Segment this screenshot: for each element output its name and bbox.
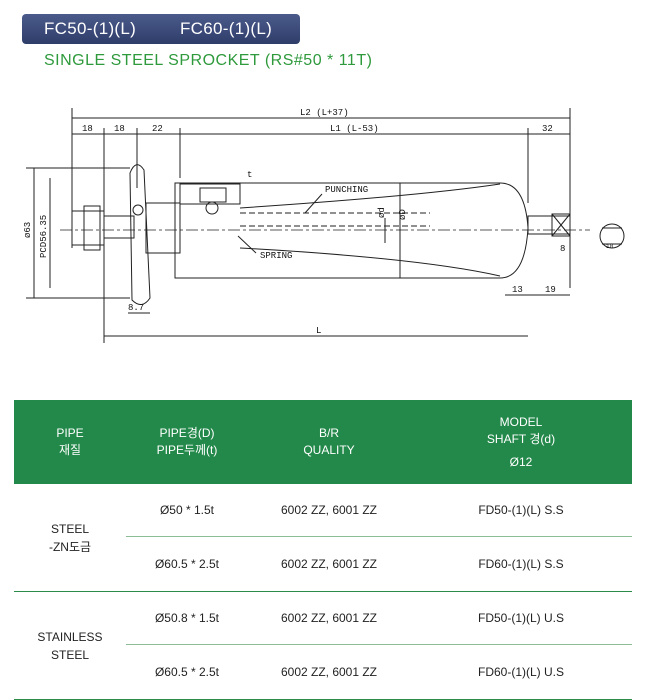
material-cell: STEEL -ZN도금 [14,484,126,592]
table-row: STAINLESS STEEL Ø50.8 * 1.5t 6002 ZZ, 60… [14,591,632,700]
dim-l2: L2 (L+37) [300,108,349,118]
pipe-cell: Ø50.8 * 1.5t [126,591,248,645]
dim-l1: L1 (L-53) [330,124,379,134]
pipe-cell: Ø50 * 1.5t [126,484,248,537]
model-title-b: FC60-(1)(L) [180,19,273,38]
header-material: PIPE 재질 [14,400,126,484]
table-row: Ø60.5 * 2.5t 6002 ZZ, 6001 ZZ FD60-(1)(L… [14,536,632,592]
header-model: MODEL SHAFT 경(d) Ø12 [410,400,632,484]
dim-13: 13 [512,285,523,295]
label-punching: PUNCHING [325,185,368,195]
dim-10: 10 [606,243,614,250]
product-subtitle: SINGLE STEEL SPROCKET (RS#50 * 11T) [44,52,373,69]
model-cell: FD50-(1)(L) S.S [410,484,632,537]
title-banner: FC50-(1)(L) FC60-(1)(L) [22,14,300,44]
dim-32: 32 [542,124,553,134]
dim-22: 22 [152,124,163,134]
dim-t: t [247,170,252,180]
model-cell: FD50-(1)(L) U.S [410,591,632,645]
dim-phi-d: ød [377,207,387,218]
model-cell: FD60-(1)(L) U.S [410,644,632,700]
bearing-cell: 6002 ZZ, 6001 ZZ [248,484,410,537]
dim-phi63: ø63 [23,222,33,238]
header-pipe: PIPE경(D) PIPE두께(t) [126,400,248,484]
material-cell: STAINLESS STEEL [14,591,126,700]
dim-18a: 18 [82,124,93,134]
spec-table: PIPE 재질 PIPE경(D) PIPE두께(t) B/R QUALITY M… [14,400,632,700]
technical-drawing: L2 (L+37) 18 18 22 L1 (L-53) 32 8.7 L 13… [23,108,625,343]
dim-phi-big-d: øD [398,209,408,220]
dim-18b: 18 [114,124,125,134]
bearing-cell: 6002 ZZ, 6001 ZZ [248,591,410,645]
label-spring: SPRING [260,251,292,261]
pipe-cell: Ø60.5 * 2.5t [126,536,248,592]
dim-l: L [316,326,321,336]
pipe-cell: Ø60.5 * 2.5t [126,644,248,700]
dim-8-7: 8.7 [128,303,144,313]
table-header-row: PIPE 재질 PIPE경(D) PIPE두께(t) B/R QUALITY M… [14,400,632,484]
model-cell: FD60-(1)(L) S.S [410,536,632,592]
dim-pcd: PCD56.35 [39,215,49,258]
model-title-a: FC50-(1)(L) [44,19,137,38]
dim-19: 19 [545,285,556,295]
table-row: Ø60.5 * 2.5t 6002 ZZ, 6001 ZZ FD60-(1)(L… [14,644,632,700]
header-bearing: B/R QUALITY [248,400,410,484]
bearing-cell: 6002 ZZ, 6001 ZZ [248,536,410,592]
bearing-cell: 6002 ZZ, 6001 ZZ [248,644,410,700]
dim-8: 8 [560,244,565,254]
table-row: STEEL -ZN도금 Ø50 * 1.5t 6002 ZZ, 6001 ZZ … [14,484,632,592]
